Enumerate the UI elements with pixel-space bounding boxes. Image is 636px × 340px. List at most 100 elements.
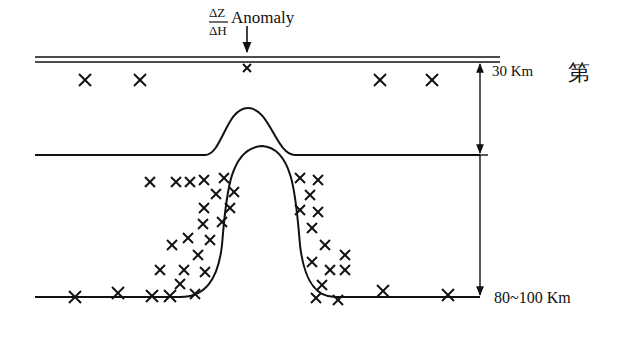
cross-mark (146, 290, 158, 302)
cross-mark (164, 290, 176, 302)
cross-mark (199, 175, 209, 185)
cross-mark (313, 207, 323, 217)
cross-mark (295, 173, 305, 183)
cross-mark (200, 267, 210, 277)
cross-mark (340, 250, 350, 260)
cross-mark (374, 74, 386, 86)
fraction-bar (209, 21, 228, 22)
cross-mark (190, 289, 200, 299)
cross-mark (134, 74, 146, 86)
cross-mark (377, 285, 389, 297)
earthquake-marks (69, 64, 454, 305)
cross-mark (205, 235, 215, 245)
cross-mark (193, 250, 203, 260)
cross-mark (225, 203, 235, 213)
cross-mark (219, 173, 229, 183)
cross-mark (442, 289, 454, 301)
cross-mark (333, 295, 343, 305)
anomaly-label: ΔH (209, 24, 227, 37)
cross-mark (229, 187, 239, 197)
cross-mark (183, 233, 193, 243)
cross-mark (377, 285, 389, 297)
cross-mark (340, 265, 350, 275)
cross-mark (217, 217, 227, 227)
cross-mark (426, 74, 438, 86)
cross-mark (69, 291, 81, 303)
cross-mark (167, 240, 177, 250)
cross-mark (112, 287, 124, 299)
cross-mark (243, 64, 251, 72)
cross-mark (311, 293, 321, 303)
cross-mark (295, 173, 305, 183)
cross-mark (171, 177, 181, 187)
cross-mark (340, 265, 350, 275)
cross-mark (146, 290, 158, 302)
cross-mark (295, 205, 305, 215)
cross-mark (179, 265, 189, 275)
cross-mark (211, 189, 221, 199)
cross-mark (190, 289, 200, 299)
cross-mark (171, 177, 181, 187)
cross-mark (193, 250, 203, 260)
anomaly-label: ΔZ (209, 6, 225, 19)
cross-mark (313, 207, 323, 217)
cross-mark (211, 189, 221, 199)
strata-lines (35, 57, 500, 297)
cross-mark (333, 295, 343, 305)
cross-mark (199, 175, 209, 185)
cross-mark (185, 177, 195, 187)
cross-mark (155, 265, 165, 275)
cross-mark (229, 187, 239, 197)
cross-mark (164, 290, 176, 302)
cross-mark (307, 257, 317, 267)
cross-mark (185, 177, 195, 187)
cross-mark (317, 280, 327, 290)
cross-mark (320, 240, 330, 250)
cross-mark (199, 203, 209, 213)
cross-mark (442, 289, 454, 301)
cross-mark (225, 203, 235, 213)
cross-mark (320, 240, 330, 250)
cross-mark (155, 265, 165, 275)
cross-mark (198, 219, 208, 229)
cross-mark (307, 257, 317, 267)
cross-mark (219, 173, 229, 183)
cross-mark (200, 267, 210, 277)
cross-mark (295, 205, 305, 215)
cross-mark (217, 217, 227, 227)
cross-mark (69, 291, 81, 303)
depth-label: 80~100 Km (494, 290, 571, 306)
cross-mark (307, 223, 317, 233)
cross-mark (205, 235, 215, 245)
cross-mark (317, 280, 327, 290)
cross-mark (179, 265, 189, 275)
cross-mark (426, 74, 438, 86)
cross-mark (112, 287, 124, 299)
cross-mark (325, 265, 335, 275)
depth-label: 30 Km (492, 64, 533, 79)
cross-mark (313, 175, 323, 185)
cross-mark (340, 250, 350, 260)
cross-mark (313, 175, 323, 185)
cross-mark (175, 279, 185, 289)
cross-mark (305, 190, 315, 200)
cross-mark (134, 74, 146, 86)
cross-mark (145, 177, 155, 187)
cross-mark (325, 265, 335, 275)
anomaly-arrow (246, 26, 248, 52)
cross-mark (374, 74, 386, 86)
cross-mark (305, 190, 315, 200)
cross-mark (183, 233, 193, 243)
cross-mark (199, 203, 209, 213)
cross-mark (311, 293, 321, 303)
anomaly-label: Anomaly (231, 9, 294, 26)
cross-mark (167, 240, 177, 250)
cross-mark (79, 74, 91, 86)
cross-mark (79, 74, 91, 86)
cross-mark (307, 223, 317, 233)
caption-fragment: 第 (568, 62, 590, 84)
cross-mark (145, 177, 155, 187)
cross-mark (175, 279, 185, 289)
